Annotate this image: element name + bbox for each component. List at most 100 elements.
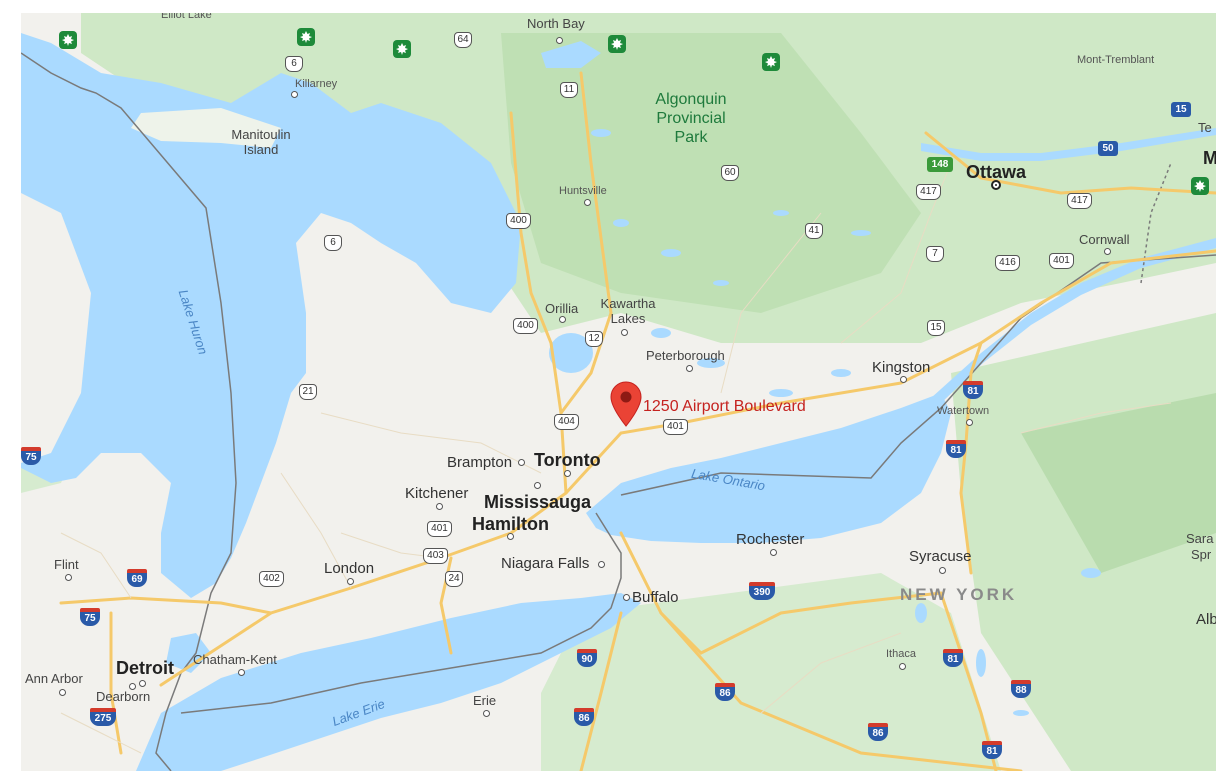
city-peterborough: Peterborough (646, 348, 725, 363)
city-mississauga: Mississauga (484, 492, 592, 512)
provincial-route-badge: 15 (1171, 102, 1191, 117)
city-edge-spr: Spr (1191, 547, 1212, 562)
park-icon[interactable] (608, 35, 626, 53)
city-edge-te: Te (1198, 120, 1212, 135)
route-shield: 6 (324, 235, 342, 251)
route-shield: 401 (1049, 253, 1074, 269)
city-buffalo-dot (623, 594, 630, 601)
city-detroit-dot (139, 680, 146, 687)
city-ann-arbor-dot (59, 689, 66, 696)
park-icon[interactable] (762, 53, 780, 71)
city-hamilton: Hamilton (472, 514, 550, 534)
city-syracuse-dot (939, 567, 946, 574)
route-shield: 11 (560, 82, 578, 98)
city-chatham-kent-dot (238, 669, 245, 676)
city-mont-tremblant: Mont-Tremblant (1077, 54, 1155, 66)
city-cornwall-dot (1104, 248, 1111, 255)
park-icon[interactable] (297, 28, 315, 46)
city-ann-arbor: Ann Arbor (25, 671, 83, 686)
interstate-shield: 81 (943, 649, 963, 667)
city-london-dot (347, 578, 354, 585)
park-icon[interactable] (1191, 177, 1209, 195)
marker-label[interactable]: 1250 Airport Boulevard (643, 398, 806, 415)
route-shield: 417 (916, 184, 941, 200)
city-niagara-falls-dot (598, 561, 605, 568)
interstate-shield: 90 (577, 649, 597, 667)
capital-marker-ottawa (991, 180, 1001, 190)
route-shield: 417 (1067, 193, 1092, 209)
route-shield: 21 (299, 384, 317, 400)
city-niagara-falls: Niagara Falls (501, 555, 590, 572)
city-cornwall: Cornwall (1079, 232, 1130, 247)
city-killarney-dot (291, 91, 298, 98)
location-pin-icon[interactable] (610, 381, 642, 427)
city-elliot-lake: Elliot Lake (161, 13, 212, 21)
interstate-shield: 86 (574, 708, 594, 726)
interstate-shield: 86 (715, 683, 735, 701)
city-rochester-dot (770, 549, 777, 556)
city-huntsville: Huntsville (559, 185, 607, 197)
interstate-shield: 81 (982, 741, 1002, 759)
city-toronto: Toronto (534, 450, 601, 470)
city-ithaca: Ithaca (886, 648, 916, 660)
city-brampton: Brampton (447, 454, 513, 471)
map-canvas[interactable]: Lake Huron Lake Ontario Lake Erie Algonq… (21, 13, 1216, 771)
interstate-shield: 75 (21, 447, 41, 465)
map-base-layer (21, 13, 1216, 771)
city-erie: Erie (473, 693, 497, 708)
route-shield: 12 (585, 331, 603, 347)
city-kingston: Kingston (872, 359, 931, 376)
route-shield: 400 (513, 318, 538, 334)
city-chatham-kent: Chatham-Kent (193, 652, 277, 667)
algonquin-park-label: Algonquin Provincial Park (655, 91, 727, 146)
city-orillia-dot (559, 316, 566, 323)
city-dearborn-dot (129, 683, 136, 690)
interstate-shield: 69 (127, 569, 147, 587)
route-shield: 6 (285, 56, 303, 72)
city-kawartha-lakes: Kawartha Lakes (600, 296, 656, 326)
interstate-shield: 81 (963, 381, 983, 399)
city-kitchener-dot (436, 503, 443, 510)
city-syracuse: Syracuse (909, 548, 972, 565)
new-york-state-label: NEW YORK (900, 585, 1018, 604)
city-toronto-dot (564, 470, 571, 477)
city-erie-dot (483, 710, 490, 717)
city-kingston-dot (900, 376, 907, 383)
route-shield: 401 (427, 521, 452, 537)
city-watertown: Watertown (937, 405, 990, 417)
city-buffalo: Buffalo (632, 589, 679, 606)
provincial-route-badge: 50 (1098, 141, 1118, 156)
route-shield: 401 (663, 419, 688, 435)
city-rochester: Rochester (736, 531, 805, 548)
route-shield: 64 (454, 32, 472, 48)
city-london: London (324, 560, 375, 577)
city-watertown-dot (966, 419, 973, 426)
city-kitchener: Kitchener (405, 485, 469, 502)
city-mississauga-dot (534, 482, 541, 489)
interstate-shield: 75 (80, 608, 100, 626)
route-shield: 7 (926, 246, 944, 262)
route-shield: 416 (995, 255, 1020, 271)
city-hamilton-dot (507, 533, 514, 540)
interstate-shield: 88 (1011, 680, 1031, 698)
route-shield: 15 (927, 320, 945, 336)
city-orillia: Orillia (545, 301, 579, 316)
provincial-route-badge: 148 (927, 157, 953, 172)
route-shield: 24 (445, 571, 463, 587)
interstate-shield: 86 (868, 723, 888, 741)
city-ottawa: Ottawa (966, 162, 1027, 182)
city-huntsville-dot (584, 199, 591, 206)
city-manitoulin-island: Manitoulin Island (231, 127, 291, 157)
city-detroit: Detroit (116, 658, 174, 678)
park-icon[interactable] (59, 31, 77, 49)
route-shield: 60 (721, 165, 739, 181)
interstate-shield: 81 (946, 440, 966, 458)
route-shield: 404 (554, 414, 579, 430)
city-brampton-dot (518, 459, 525, 466)
city-peterborough-dot (686, 365, 693, 372)
city-north-bay-dot (556, 37, 563, 44)
city-north-bay: North Bay (527, 16, 585, 31)
park-icon[interactable] (393, 40, 411, 58)
route-shield: 402 (259, 571, 284, 587)
city-flint: Flint (54, 557, 79, 572)
